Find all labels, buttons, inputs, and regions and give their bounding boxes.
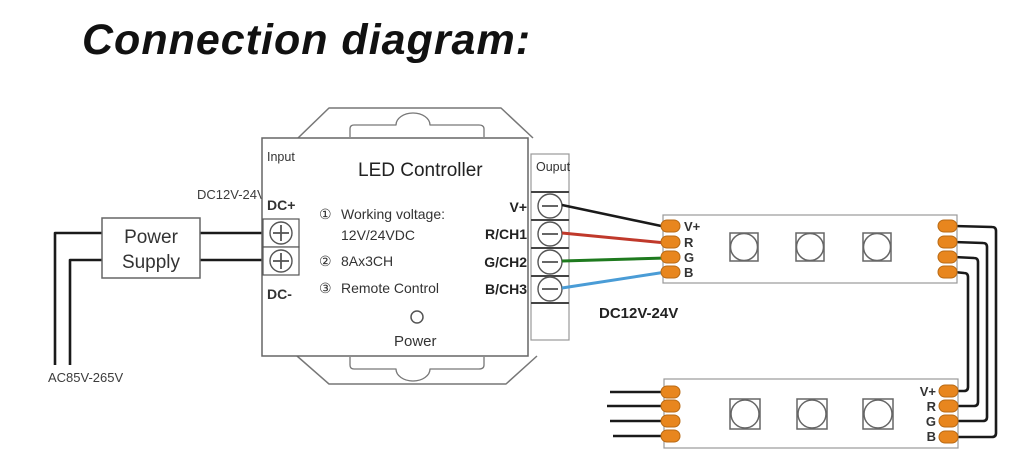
- feature-1-num: ①: [319, 206, 332, 222]
- terminal-label-rch1: R/CH1: [485, 226, 527, 242]
- strip-voltage-label: DC12V-24V: [599, 305, 678, 322]
- solder-pad-b: [660, 265, 681, 279]
- solder-pad: [660, 385, 681, 399]
- solder-pad: [937, 219, 958, 233]
- feature-2-num: ②: [319, 253, 332, 269]
- solder-pad: [938, 430, 959, 444]
- power-supply-label-line1: Power: [124, 227, 179, 248]
- solder-pad-g: [660, 250, 681, 264]
- power-supply-box: [101, 217, 201, 279]
- strip2-label-vplus: V+: [920, 384, 937, 399]
- wire-blue-channel: [561, 270, 667, 290]
- solder-pad: [938, 399, 959, 413]
- terminal-label-bch3: B/CH3: [485, 281, 527, 297]
- feature-3-text: Remote Control: [341, 280, 439, 296]
- solder-pad: [660, 429, 681, 443]
- strip1-label-b: B: [684, 265, 693, 280]
- feature-list: ① Working voltage: 12V/24VDC ② 8Ax3CH ③ …: [319, 206, 445, 296]
- controller-top-ear-tab: [349, 112, 485, 137]
- strip2-label-g: G: [926, 414, 936, 429]
- controller-input-label: Input: [267, 150, 295, 164]
- dc-minus-label: DC-: [267, 286, 292, 302]
- link-wire-3: [953, 255, 980, 408]
- ac-wire-1: [53, 231, 102, 365]
- strip1-label-g: G: [684, 250, 694, 265]
- solder-pad: [938, 384, 959, 398]
- solder-pad: [660, 414, 681, 428]
- feature-1-text2: 12V/24VDC: [341, 227, 415, 243]
- led-strip-2: V+ R G B: [607, 378, 959, 449]
- ac-wire-2: [68, 258, 102, 365]
- page-title: Connection diagram:: [82, 16, 531, 64]
- terminal-label-vplus: V+: [509, 199, 527, 215]
- link-wire-2: [953, 240, 989, 423]
- link-wire-outer: [953, 224, 998, 439]
- controller-bottom-ear-tab: [349, 357, 485, 382]
- power-supply-label-line2: Supply: [122, 252, 181, 273]
- power-led-label: Power: [394, 333, 437, 350]
- solder-pad: [937, 235, 958, 249]
- strip2-label-b: B: [927, 429, 936, 444]
- led-chip: [795, 232, 825, 262]
- power-supply: Power Supply: [101, 217, 201, 279]
- led-chip: [729, 398, 761, 430]
- feature-3-num: ③: [319, 280, 332, 296]
- terminal-label-gch2: G/CH2: [484, 254, 527, 270]
- controller-title: LED Controller: [358, 160, 483, 181]
- led-chip: [729, 232, 759, 262]
- strip1-label-vplus: V+: [684, 219, 701, 234]
- input-terminal-block: [262, 218, 300, 276]
- solder-pad: [660, 399, 681, 413]
- wire-red-channel: [561, 231, 667, 245]
- power-led-icon: [410, 310, 424, 324]
- led-strip-1: V+ R G B: [660, 214, 958, 284]
- solder-pad: [938, 414, 959, 428]
- controller-body: [261, 137, 529, 357]
- solder-pad-vplus: [660, 219, 681, 233]
- controller-output-label: Ouput: [536, 160, 571, 174]
- controller-top-ear: [297, 107, 534, 139]
- wire-vplus: [561, 203, 667, 229]
- led-chip: [862, 398, 894, 430]
- led-chip: [862, 232, 892, 262]
- feature-1-text: Working voltage:: [341, 206, 445, 222]
- strip1-label-r: R: [684, 235, 694, 250]
- solder-pad: [937, 250, 958, 264]
- dc-plus-label: DC+: [267, 197, 295, 213]
- ac-voltage-label: AC85V-265V: [48, 370, 123, 385]
- feature-2-text: 8Ax3CH: [341, 253, 393, 269]
- strip2-label-r: R: [927, 399, 937, 414]
- solder-pad-r: [660, 235, 681, 249]
- led-chip: [796, 398, 828, 430]
- power-supply-wires: [53, 231, 263, 365]
- rgb-output-wires: [561, 203, 667, 290]
- solder-pad: [937, 265, 958, 279]
- link-wire-inner: [953, 270, 970, 393]
- strip-link-wires: [953, 224, 998, 439]
- dc-voltage-label: DC12V-24V: [197, 187, 266, 202]
- controller-bottom-ear: [296, 355, 538, 385]
- output-terminal-block: Ouput V+ R/CH1 G/CH2 B/CH3: [484, 153, 571, 341]
- wire-green-channel: [561, 256, 667, 263]
